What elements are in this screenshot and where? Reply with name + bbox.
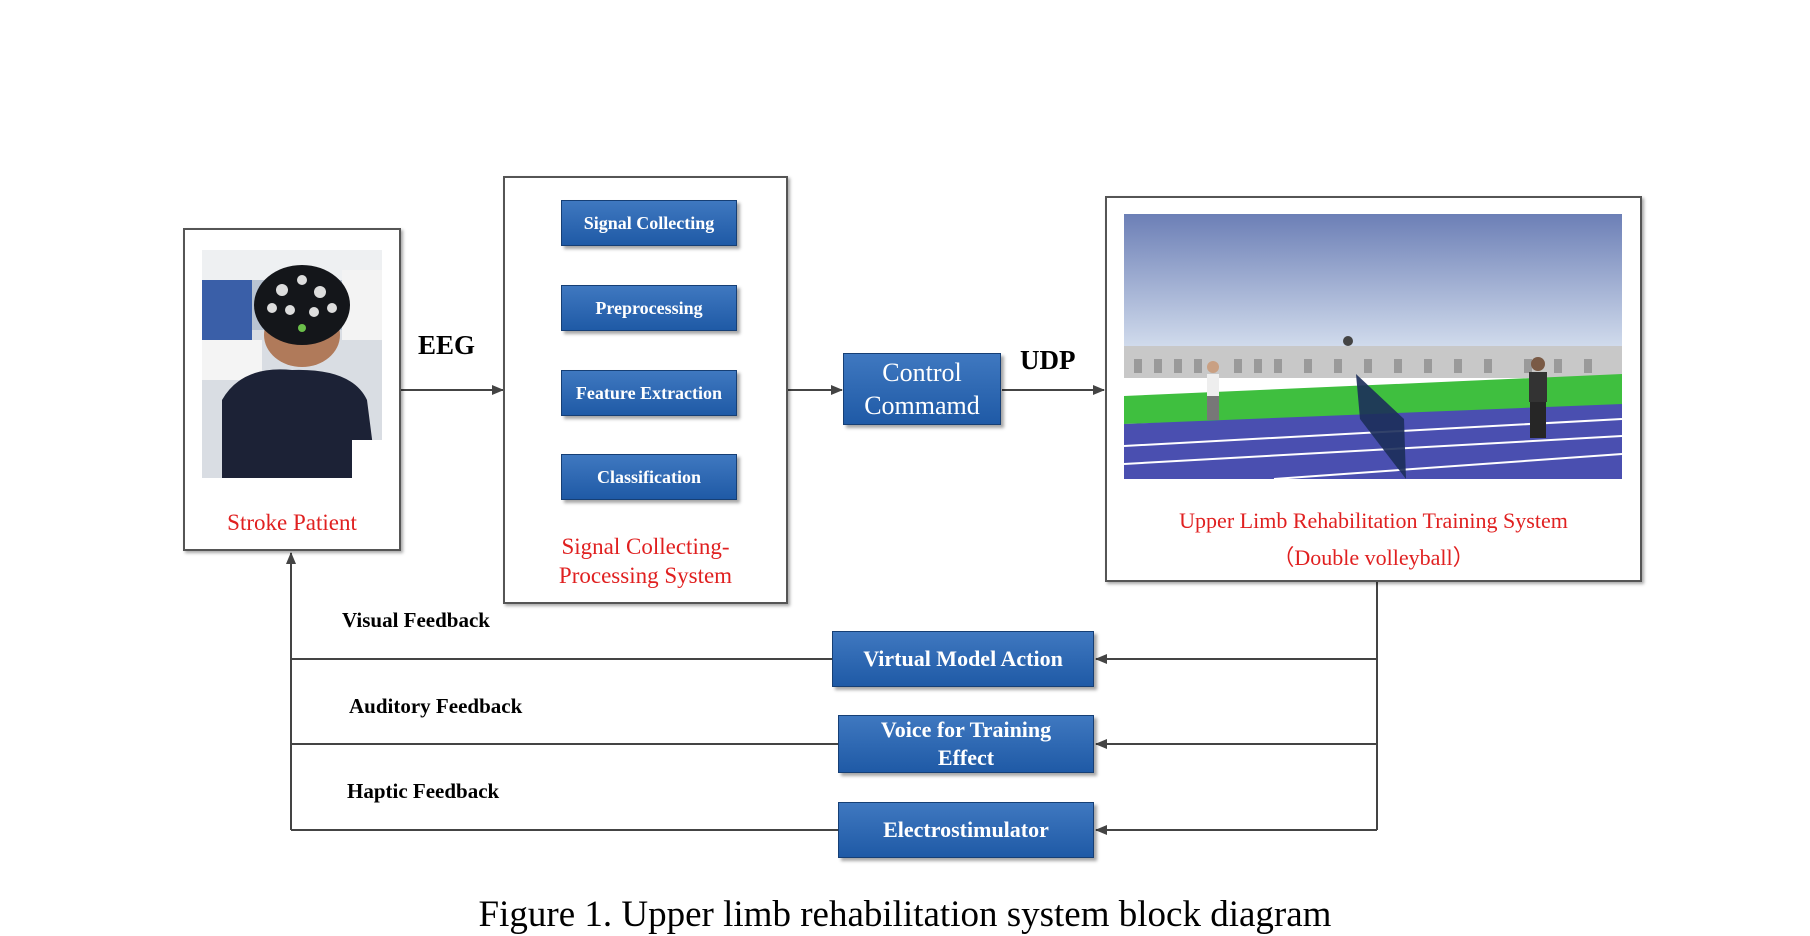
voice-training-line2: Effect <box>937 745 995 770</box>
processing-system-label-line2: Processing System <box>558 563 733 588</box>
voice-training-effect-block: Voice for Training Effect <box>838 715 1094 773</box>
control-command-line1: Control <box>882 358 962 387</box>
control-command-block: Control Commamd <box>843 353 1001 425</box>
training-system-block: Upper Limb Rehabilitation Training Syste… <box>1105 196 1642 582</box>
patient-photo <box>202 250 382 478</box>
training-system-label-line1: Upper Limb Rehabilitation Training Syste… <box>1179 508 1568 533</box>
figure-caption: Figure 1. Upper limb rehabilitation syst… <box>478 894 1332 935</box>
step-preprocessing: Preprocessing <box>561 285 737 331</box>
step-classification: Classification <box>561 454 737 500</box>
virtual-model-action-block: Virtual Model Action <box>832 631 1094 687</box>
eeg-label: EEG <box>418 330 476 360</box>
visual-feedback-label: Visual Feedback <box>342 608 490 632</box>
haptic-feedback-label: Haptic Feedback <box>347 779 500 803</box>
auditory-feedback-label: Auditory Feedback <box>349 694 523 718</box>
electrostimulator-block: Electrostimulator <box>838 802 1094 858</box>
stroke-patient-block: Stroke Patient <box>183 228 401 551</box>
processing-system-label-line1: Signal Collecting- <box>561 534 730 559</box>
training-system-label-line2: （Double volleyball） <box>1272 545 1475 570</box>
voice-training-line1: Voice for Training <box>880 717 1052 742</box>
volleyball-scene-image <box>1124 214 1622 479</box>
stroke-patient-label: Stroke Patient <box>227 510 357 535</box>
step-feature-extraction: Feature Extraction <box>561 370 737 416</box>
player-right <box>1529 357 1547 438</box>
step-signal-collecting: Signal Collecting <box>561 200 737 246</box>
player-left <box>1207 361 1219 420</box>
control-command-line2: Commamd <box>864 391 980 420</box>
udp-label: UDP <box>1020 345 1076 375</box>
